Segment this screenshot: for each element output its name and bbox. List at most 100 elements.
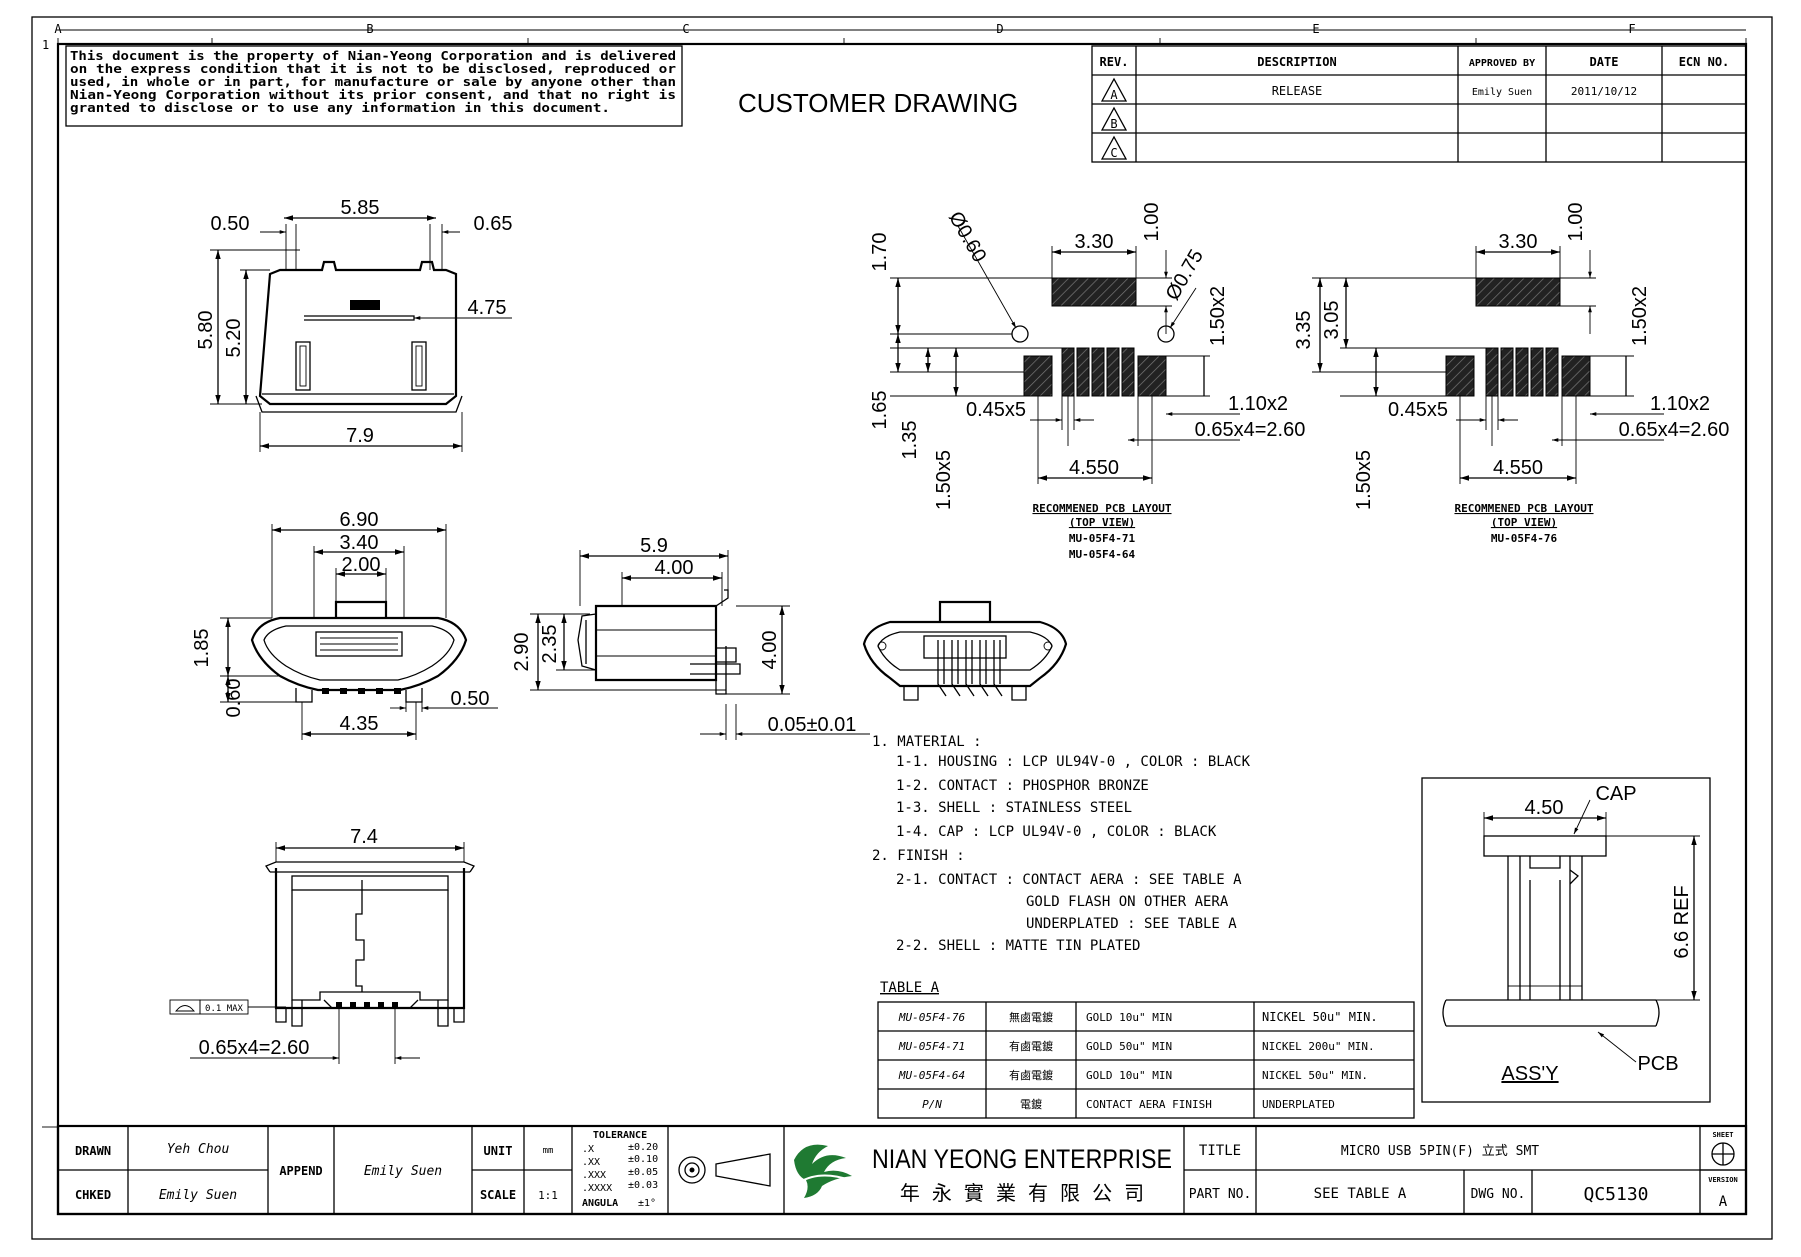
pcb-layout-2: 3.30 1.00 1.50x2 3.35 3.05 1.50x5 0.45x5… [1293,203,1729,545]
projection-symbol-icon [678,1153,771,1187]
part-no-label: PART NO. [1189,1187,1252,1202]
table-a-r3-pn: MU-05F4-64 [898,1069,965,1082]
pcb2-dim-3-30: 3.30 [1499,231,1538,253]
dim-top-5-85: 5.85 [341,197,380,219]
company-logo-icon [794,1144,852,1198]
proprietary-notice: This document is the property of Nian-Ye… [65,45,683,127]
pcb1-caption-pn-2: MU-05F4-64 [1069,548,1136,561]
table-a-r2-contact: GOLD 50u" MIN [1086,1040,1172,1053]
pcb2-dim-1-10x2: 1.10x2 [1650,393,1710,415]
tol-value-4: ±0.03 [628,1180,658,1191]
zone-label-c: C [682,22,689,36]
pcb2-dim-3-05: 3.05 [1321,301,1343,340]
notice-line-2: on the express condition that it is not … [70,62,676,76]
pcb1-dim-1-70: 1.70 [869,233,891,272]
assembly-view: 4.50 CAP 6.6 REF PCB ASS'Y [1421,777,1711,1103]
dwg-no-label: DWG NO. [1471,1187,1526,1202]
version-label: VERSION [1708,1176,1738,1184]
table-a-r3-contact: GOLD 10u" MIN [1086,1069,1172,1082]
tol-label-3: .XXX [582,1170,606,1181]
checked-by: Emily Suen [159,1188,237,1203]
top-view: 5.85 0.50 0.65 4.75 7.9 5.80 5.20 [195,197,512,452]
assy-title: ASS'Y [1501,1063,1558,1085]
dim-top-0-65: 0.65 [474,213,513,235]
zone-label-a: A [54,22,62,36]
dim-top-5-20: 5.20 [223,319,245,358]
zone-label-f: F [1628,22,1635,36]
note-2-1-under: UNDERPLATED : SEE TABLE A [1026,916,1237,932]
assy-cap-label: CAP [1595,783,1636,805]
dim-side-2-90: 2.90 [511,633,533,672]
part-no-value: SEE TABLE A [1314,1186,1407,1202]
pcb2-caption-pn: MU-05F4-76 [1491,532,1558,545]
dim-front-2-00: 2.00 [342,554,381,576]
note-1: 1. MATERIAL : [872,734,982,750]
rev-header-rev: REV. [1100,55,1129,69]
pcb2-dim-1-50x2: 1.50x2 [1629,286,1651,346]
table-a-r2-plating: 有鹵電鍍 [1009,1039,1053,1053]
company-name-chinese: 年 永 實 業 有 限 公 司 [900,1181,1144,1205]
pcb1-dim-3-30: 3.30 [1075,231,1114,253]
rear-view [862,600,1068,701]
table-a-r1-plating: 無鹵電鍍 [1009,1010,1053,1024]
unit-value: mm [543,1146,554,1156]
dim-top-0-50: 0.50 [211,213,250,235]
rev-a-triangle [1100,77,1128,102]
sheet-label: SHEET [1712,1131,1733,1139]
note-1-2: 1-2. CONTACT : PHOSPHOR BRONZE [896,778,1149,794]
zone-label-e: E [1312,22,1319,36]
pcb1-dia-0-75: Ø0.75 [1162,246,1208,304]
pcb1-dim-1-50x2: 1.50x2 [1207,286,1229,346]
pcb1-caption-view: (TOP VIEW) [1069,516,1135,529]
pcb1-dim-1-35: 1.35 [899,421,921,460]
rev-a-date: 2011/10/12 [1571,85,1637,98]
pcb1-dim-4-550: 4.550 [1069,457,1119,479]
pcb-layout-1: Ø0.60 Ø0.75 3.30 1.00 1.50x2 1.70 1.65 1… [869,203,1305,561]
rev-header-date: DATE [1590,55,1619,69]
rev-a-description: RELEASE [1272,84,1323,98]
tol-label-2: .XX [582,1157,600,1168]
dim-bottom-7-4: 7.4 [350,826,378,848]
rev-c-label: C [1110,146,1117,160]
dim-top-5-80: 5.80 [195,311,217,350]
dim-front-4-35: 4.35 [340,713,379,735]
table-a-header-pn: P/N [922,1098,942,1111]
tolerance-title: TOLERANCE [593,1130,647,1141]
pcb1-dim-1-65: 1.65 [869,391,891,430]
append-label: APPEND [279,1164,322,1178]
dim-side-4-00: 4.00 [655,557,694,579]
dim-front-3-40: 3.40 [340,532,379,554]
table-a-header-contact: CONTACT AERA FINISH [1086,1098,1212,1111]
tol-label-5: ANGULA [582,1198,618,1209]
dim-side-5-9: 5.9 [640,535,668,557]
dim-side-tolerance: 0.05±0.01 [768,714,857,736]
table-a-r3-plating: 有鹵電鍍 [1009,1068,1053,1082]
side-view: 5.9 4.00 2.90 2.35 4.00 0.05±0.01 [511,535,870,740]
pcb1-caption-pn-1: MU-05F4-71 [1069,532,1136,545]
zone-label-b: B [366,22,373,36]
notice-line-4: Nian-Yeong Corporation without its prior… [70,88,676,102]
pcb1-dim-1-10x2: 1.10x2 [1228,393,1288,415]
dim-bottom-pitch: 0.65x4=2.60 [199,1037,310,1059]
table-a-r1-under: NICKEL 50u" MIN. [1262,1010,1378,1024]
table-a-r3-under: NICKEL 50u" MIN. [1262,1069,1368,1082]
drawn-by: Yeh Chou [167,1142,230,1157]
dim-side-2-35: 2.35 [539,625,561,664]
pcb1-dim-pitch: 0.65x4=2.60 [1195,419,1306,441]
rev-header-description: DESCRIPTION [1257,55,1336,69]
flatness-callout: 0.1 MAX [205,1004,244,1014]
front-view: 6.90 3.40 2.00 0.50 4.35 1.85 0.60 [191,509,498,740]
pcb2-dim-4-550: 4.550 [1493,457,1543,479]
zone-label-d: D [996,22,1003,36]
dim-front-1-85: 1.85 [191,629,213,668]
append-by: Emily Suen [364,1164,442,1179]
tol-label-1: .X [582,1144,594,1155]
pcb2-dim-3-35: 3.35 [1293,311,1315,350]
company-name: NIAN YEONG ENTERPRISE [872,1144,1172,1174]
note-1-4: 1-4. CAP : LCP UL94V-0 , COLOR : BLACK [896,824,1217,840]
pcb2-dim-0-45x5: 0.45x5 [1388,399,1448,421]
dim-side-4-00-vertical: 4.00 [759,631,781,670]
note-1-1: 1-1. HOUSING : LCP UL94V-0 , COLOR : BLA… [896,754,1251,770]
title-label: TITLE [1199,1143,1241,1159]
table-a-title: TABLE A [880,980,940,996]
